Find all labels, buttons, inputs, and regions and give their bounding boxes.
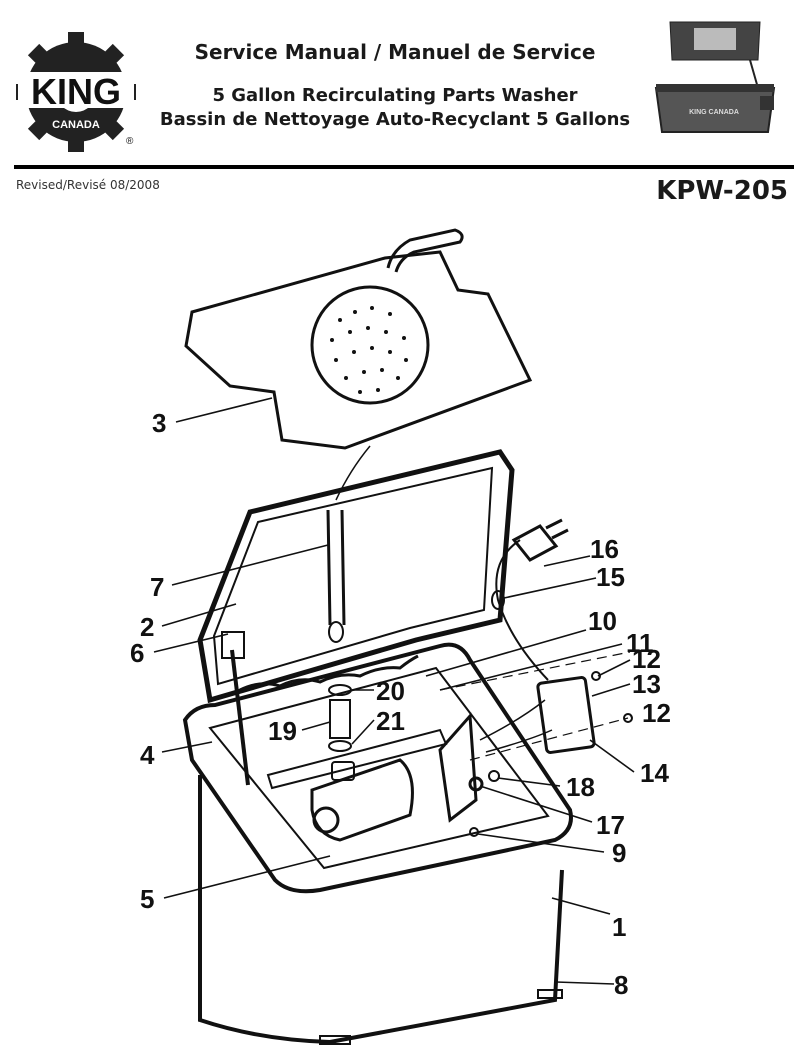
plug-prongs: [545, 518, 569, 540]
king-canada-logo: KING CANADA ®: [16, 32, 136, 152]
switch-wires: [479, 699, 553, 753]
lid-handle: [386, 228, 464, 273]
product-name-en: 5 Gallon Recirculating Parts Washer: [212, 85, 578, 106]
hose-fitting: [329, 699, 351, 739]
tank-body: [198, 775, 564, 1045]
thumb-brand: KING CANADA: [689, 109, 739, 116]
callout-11: 11: [626, 628, 654, 658]
lid-support-rod: [230, 649, 250, 786]
callout-2: 2: [140, 612, 154, 642]
logo-brand-name: KING: [31, 71, 121, 112]
callout-6: 6: [130, 638, 144, 668]
lid-frame: [197, 449, 515, 704]
product-thumbnail: KING CANADA: [654, 21, 776, 133]
lid-panel: [184, 250, 533, 450]
screen-holes: [330, 306, 408, 394]
assembly-centerline: [439, 651, 631, 761]
callout-12a: 12: [632, 644, 661, 674]
callout-15: 15: [596, 562, 625, 592]
leader-lines: [153, 397, 635, 985]
switch-box: [536, 676, 596, 754]
registered-mark: ®: [126, 136, 134, 147]
screw-9: [469, 827, 479, 837]
callout-10: 10: [588, 606, 617, 636]
callout-12b: 12: [642, 698, 671, 728]
tank-rim-outer: [182, 642, 573, 894]
pump-outlet: [331, 761, 355, 781]
callout-9: 9: [612, 838, 626, 868]
tank-foot: [319, 1035, 351, 1045]
product-name-fr: Bassin de Nettoyage Auto-Recyclant 5 Gal…: [159, 109, 631, 130]
mounting-bracket: [438, 712, 478, 823]
tank-foot: [537, 989, 563, 999]
callout-19: 19: [268, 716, 297, 746]
nut-18: [488, 770, 500, 782]
callout-labels: 1 2 3 4 5 6 7 8 9 10 11 12 12 13 14 15 1…: [130, 408, 671, 1000]
power-plug: [511, 524, 559, 562]
hinge-strip: [239, 654, 419, 692]
o-ring-20: [328, 684, 352, 696]
callout-16: 16: [590, 534, 619, 564]
revision-date: Revised/Revisé 08/2008: [16, 178, 160, 192]
pump-body: [310, 758, 414, 842]
tank-rim-inner: [208, 666, 550, 870]
support-bracket: [221, 631, 245, 659]
callout-20: 20: [376, 676, 405, 706]
exploded-parts-diagram: 1 2 3 4 5 6 7 8 9 10 11 12 12 13 14 15 1…: [130, 228, 671, 1045]
hose-nozzle: [328, 621, 344, 643]
callout-8: 8: [614, 970, 628, 1000]
hose-link: [335, 445, 371, 501]
callout-13: 13: [632, 669, 661, 699]
power-cord: [495, 539, 549, 681]
callout-5: 5: [140, 884, 154, 914]
header-rule: [14, 165, 794, 169]
callout-21: 21: [376, 706, 405, 736]
model-number: KPW-205: [656, 176, 788, 206]
drain-screen: [310, 285, 430, 405]
nut-17: [468, 776, 484, 792]
logo-brand-sub: CANADA: [52, 119, 100, 131]
screw-12a: [591, 671, 601, 681]
callout-17: 17: [596, 810, 625, 840]
callout-7: 7: [150, 572, 164, 602]
o-ring-21: [328, 740, 352, 752]
callout-4: 4: [140, 740, 155, 770]
callout-14: 14: [640, 758, 669, 788]
cord-strain-relief: [491, 590, 505, 610]
pump-intake: [312, 806, 340, 834]
callout-3: 3: [152, 408, 166, 438]
lid-frame-inner: [212, 466, 494, 686]
title-block: Service Manual / Manuel de Service 5 Gal…: [150, 40, 640, 132]
manual-title: Service Manual / Manuel de Service: [194, 40, 596, 64]
callout-1: 1: [612, 912, 626, 942]
flex-hose: [326, 509, 346, 626]
callout-18: 18: [566, 772, 595, 802]
